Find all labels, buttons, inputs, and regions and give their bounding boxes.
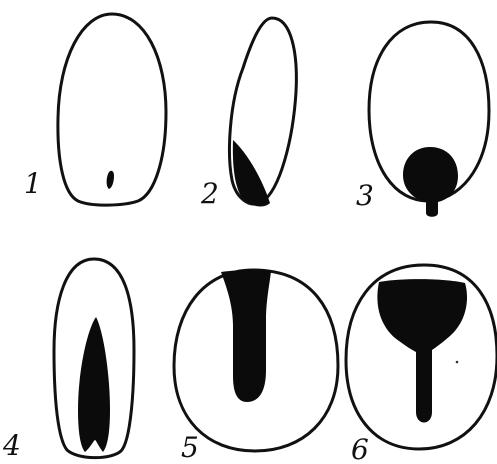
seed-5: 5 <box>174 270 338 464</box>
seed-3: 3 <box>356 22 489 217</box>
label-4: 4 <box>2 429 21 462</box>
seed-1: 1 <box>24 14 166 205</box>
label-1: 1 <box>24 167 42 200</box>
label-3: 3 <box>356 179 374 212</box>
seed-6: 6 <box>346 265 497 464</box>
label-6: 6 <box>351 433 369 464</box>
label-5: 5 <box>181 431 199 464</box>
seed-6-speck <box>456 361 459 364</box>
seed-3-embryo <box>403 147 458 217</box>
seed-4: 4 <box>2 259 134 462</box>
seed-2: 2 <box>200 18 296 210</box>
label-2: 2 <box>200 177 219 210</box>
